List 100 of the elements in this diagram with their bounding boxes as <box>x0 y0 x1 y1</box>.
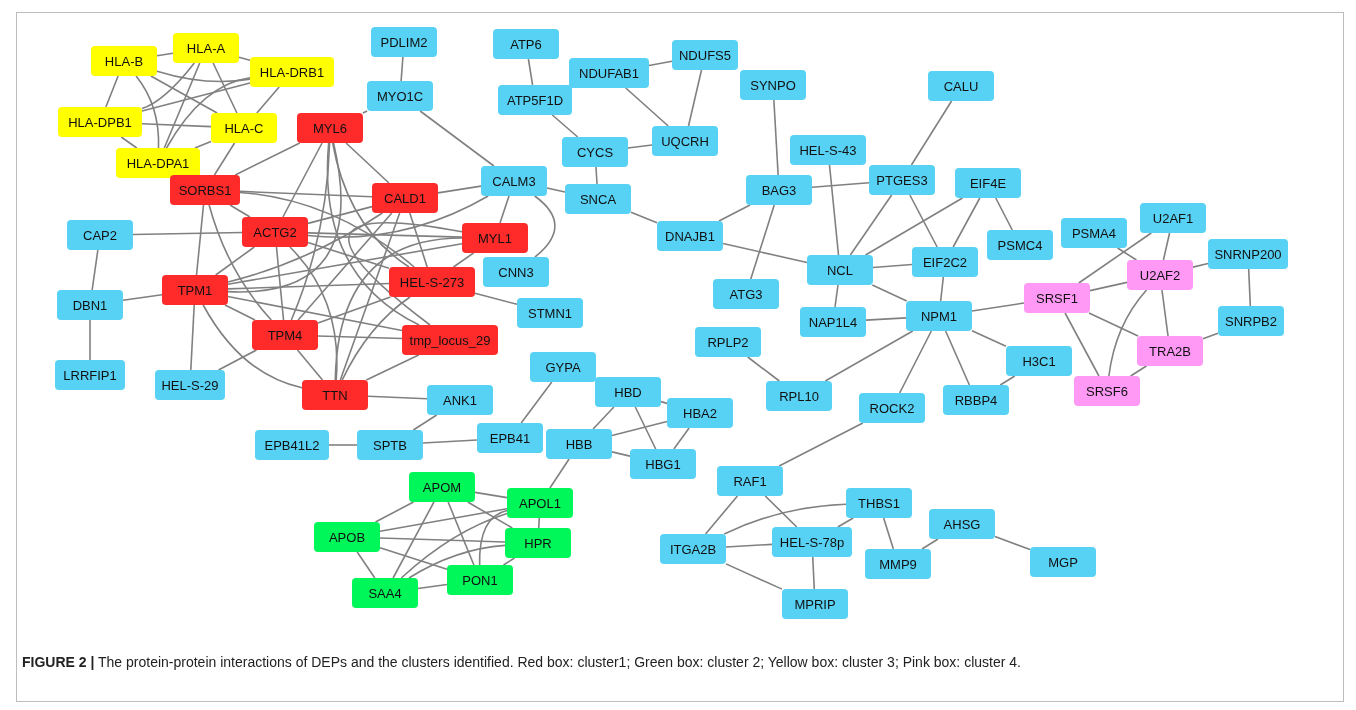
interaction-line <box>328 444 358 446</box>
interaction-line <box>871 284 908 302</box>
interaction-line <box>452 252 475 268</box>
protein-node <box>91 46 157 76</box>
protein-node <box>357 430 423 460</box>
protein-node <box>652 126 718 156</box>
protein-name: HLA-DPA1 <box>126 155 190 171</box>
protein-node <box>565 184 631 214</box>
protein-name: H3C1 <box>1022 353 1056 369</box>
protein-name: PTGES3 <box>876 172 928 188</box>
interaction-line <box>999 375 1016 386</box>
protein-node <box>1208 239 1288 269</box>
protein-name: ATP5F1D <box>506 92 564 108</box>
protein-name: SORBS1 <box>178 182 232 198</box>
interaction-line <box>828 164 840 256</box>
interaction-line <box>811 556 816 590</box>
interaction-line <box>673 427 690 450</box>
protein-name: HBG1 <box>645 456 681 472</box>
interaction-line <box>749 204 776 280</box>
protein-name: HEL-S-273 <box>399 274 465 290</box>
protein-name: RBBP4 <box>954 392 998 408</box>
protein-name: HLA-DPB1 <box>68 114 132 130</box>
interaction-line <box>202 304 303 389</box>
protein-name: CALU <box>943 78 979 94</box>
interaction-line <box>474 292 518 306</box>
protein-node <box>955 168 1021 198</box>
protein-node <box>987 230 1053 260</box>
interaction-line <box>718 204 751 222</box>
protein-name: U2AF2 <box>1139 267 1181 283</box>
protein-name: CALD1 <box>384 190 426 206</box>
interaction-line <box>229 204 251 218</box>
protein-node <box>766 381 832 411</box>
protein-node <box>297 113 363 143</box>
protein-name: ITGA2B <box>669 541 717 557</box>
interaction-line <box>921 538 939 550</box>
protein-node <box>367 81 433 111</box>
protein-node <box>462 223 528 253</box>
interaction-line <box>499 195 510 224</box>
interaction-line <box>994 535 1031 551</box>
protein-node <box>427 385 493 415</box>
protein-node <box>211 113 277 143</box>
interaction-line <box>297 212 393 321</box>
interaction-line <box>339 212 401 381</box>
interaction-line <box>409 212 428 268</box>
interaction-line <box>660 400 668 405</box>
protein-node <box>928 71 994 101</box>
protein-name: SNCA <box>579 191 617 207</box>
interaction-line <box>437 185 482 194</box>
interaction-line <box>341 296 411 381</box>
protein-name: SNRPB2 <box>1225 313 1277 329</box>
interaction-line <box>213 142 236 176</box>
protein-name: PSMC4 <box>997 237 1043 253</box>
interaction-line <box>345 142 390 184</box>
protein-node <box>371 27 437 57</box>
protein-node <box>943 385 1009 415</box>
protein-node <box>717 466 783 496</box>
interaction-line <box>811 181 870 189</box>
protein-name: RPLP2 <box>707 334 749 350</box>
protein-node <box>530 352 596 382</box>
protein-node <box>807 255 873 285</box>
protein-node <box>314 522 380 552</box>
protein-node <box>782 589 848 619</box>
protein-name: TRA2B <box>1149 343 1191 359</box>
interaction-line <box>551 114 579 138</box>
interaction-line <box>400 512 508 579</box>
interaction-line <box>165 77 251 149</box>
interaction-line <box>533 195 556 258</box>
protein-name: CYCS <box>576 144 614 160</box>
interaction-line <box>624 87 670 127</box>
protein-name: HLA-C <box>224 120 264 136</box>
protein-name: PSMA4 <box>1071 225 1117 241</box>
interaction-line <box>307 205 373 225</box>
protein-node <box>740 70 806 100</box>
interaction-line <box>379 546 448 571</box>
interaction-line <box>317 296 392 324</box>
protein-name: PDLIM2 <box>380 34 428 50</box>
protein-node <box>859 393 925 423</box>
protein-name: EPB41L2 <box>264 437 320 453</box>
protein-name: EIF2C2 <box>922 254 968 270</box>
interaction-line <box>227 212 384 283</box>
protein-node <box>447 565 513 595</box>
interaction-line <box>334 237 463 381</box>
protein-name: HLA-A <box>186 40 226 56</box>
protein-name: HEL-S-29 <box>161 377 219 393</box>
interaction-line <box>120 136 138 149</box>
protein-name: HEL-S-78p <box>779 534 845 550</box>
interaction-line <box>1192 262 1209 268</box>
protein-name: MPRIP <box>794 596 836 612</box>
interaction-line <box>356 551 376 579</box>
protein-node <box>800 307 866 337</box>
interaction-line <box>611 451 631 457</box>
interaction-line <box>952 197 981 248</box>
protein-name: MYO1C <box>376 88 424 104</box>
protein-name: HEL-S-43 <box>799 142 857 158</box>
interaction-line <box>239 190 373 198</box>
protein-name: APOL1 <box>519 495 561 511</box>
protein-node <box>409 472 475 502</box>
interaction-line <box>944 330 971 386</box>
interaction-line <box>227 142 342 293</box>
interaction-line <box>379 508 508 532</box>
